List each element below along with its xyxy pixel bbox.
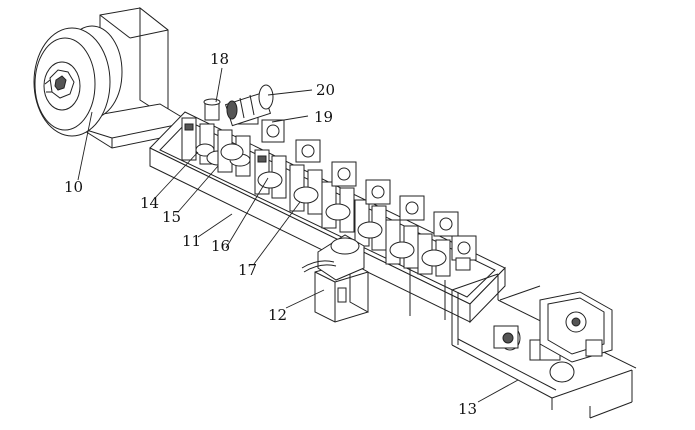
- label-17: 17: [238, 261, 257, 279]
- outfeed-unit: [451, 273, 637, 419]
- reference-labels: 10 11 12 13 14 15 16 17 18 19 20: [64, 50, 477, 418]
- roll-stand: [417, 211, 459, 277]
- roll-stand: [385, 195, 425, 269]
- label-12: 12: [268, 306, 287, 324]
- label-19: 19: [314, 108, 333, 126]
- label-13: 13: [458, 400, 477, 418]
- roll-stand: [354, 179, 391, 251]
- roll-stand: [289, 139, 323, 215]
- label-20: 20: [316, 81, 335, 99]
- roll-stand-row: [181, 98, 477, 277]
- label-14: 14: [140, 194, 159, 212]
- cutting-cabinet: [301, 234, 369, 323]
- roll-stand: [451, 235, 477, 271]
- label-11: 11: [182, 232, 201, 250]
- label-16: 16: [211, 237, 230, 255]
- label-18: 18: [210, 50, 229, 68]
- label-15: 15: [162, 208, 181, 226]
- label-10: 10: [64, 178, 83, 196]
- roll-stand: [321, 161, 357, 233]
- drive-motor: [224, 84, 274, 127]
- leader-lines: [77, 67, 519, 403]
- coil-holder: [33, 6, 191, 149]
